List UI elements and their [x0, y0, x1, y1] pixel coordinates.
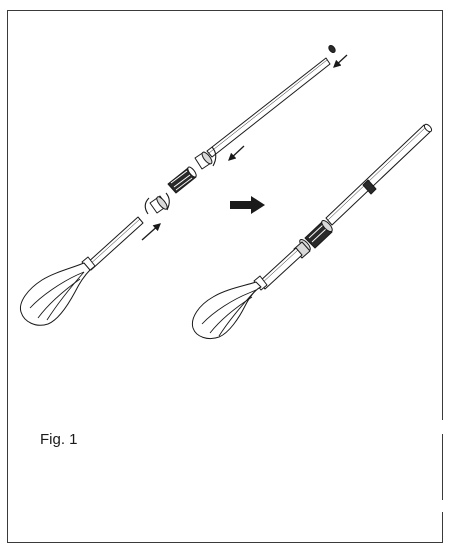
frame-gap — [438, 500, 448, 512]
assembled-blade — [191, 281, 262, 340]
blade — [19, 262, 91, 326]
assembled-oar — [191, 123, 433, 340]
disassembled-oar — [19, 44, 348, 326]
arrow-right-icon — [230, 196, 265, 214]
figure-frame — [7, 10, 443, 543]
assembled-connector — [293, 219, 333, 259]
upper-shaft — [206, 44, 336, 158]
lower-coupling-ring — [144, 192, 170, 215]
lower-shaft — [81, 216, 144, 272]
upper-coupling-ring — [194, 146, 217, 170]
figure-caption: Fig. 1 — [40, 431, 78, 448]
frame-gap — [438, 420, 448, 434]
arrow-direction-icon — [141, 54, 348, 241]
assembled-upper-shaft — [325, 123, 433, 226]
connector-piece — [167, 166, 197, 194]
assembled-lower-shaft — [253, 247, 303, 291]
